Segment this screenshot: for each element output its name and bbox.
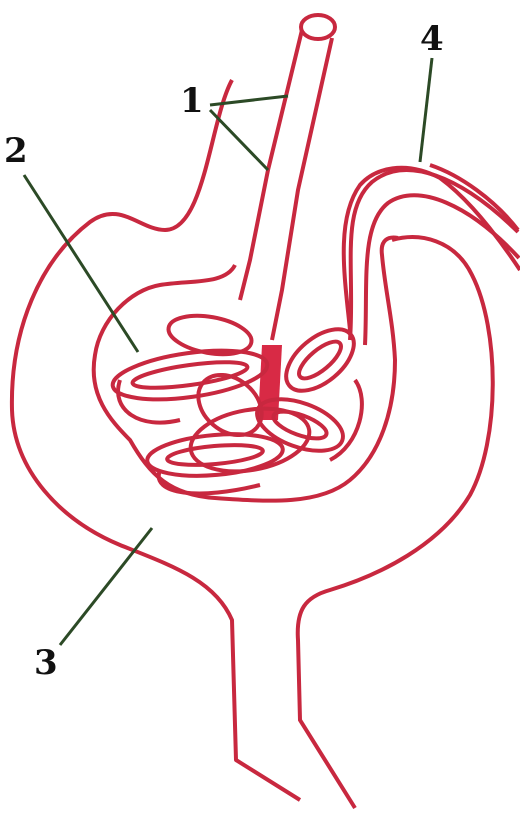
leader-line-4 xyxy=(420,58,432,162)
leader-line-3 xyxy=(60,528,152,645)
label-2: 2 xyxy=(4,134,28,168)
arteriole-right-wall xyxy=(272,38,332,340)
arteriole-left-wall xyxy=(240,30,302,300)
leader-line-1b xyxy=(210,110,268,170)
efferent-tube-outer xyxy=(350,170,518,340)
arteriole-opening xyxy=(301,15,335,39)
glomerulus-capillary-loops xyxy=(110,310,365,493)
capsule-right-lower xyxy=(298,237,493,808)
label-1: 1 xyxy=(180,84,204,118)
leader-line-2 xyxy=(24,175,138,352)
label-4: 4 xyxy=(420,22,444,56)
label-3: 3 xyxy=(34,646,58,680)
bowman-capsule-outer xyxy=(12,80,300,800)
efferent-tube-inner xyxy=(365,195,519,345)
